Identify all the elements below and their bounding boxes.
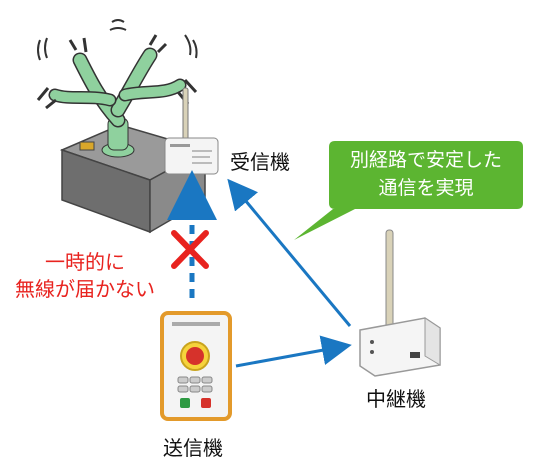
callout-bubble — [294, 141, 523, 240]
relay-label: 中継機 — [366, 387, 426, 411]
relay-to-receiver-arrow — [227, 178, 352, 327]
receiver-device-icon — [164, 87, 219, 175]
blocked-cross-icon — [171, 230, 209, 269]
relay-device-icon — [359, 229, 441, 377]
robot-machine-icon — [36, 19, 207, 234]
blocked-note-line-2: 無線が届かない — [15, 277, 155, 301]
blocked-note-line-1: 一時的に — [45, 250, 125, 274]
transmitter-label: 送信機 — [163, 436, 223, 460]
callout-line-2: 通信を実現 — [378, 177, 474, 199]
callout-line-1: 別経路で安定した — [349, 149, 502, 171]
transmitter-to-relay-arrow — [235, 335, 352, 368]
receiver-label: 受信機 — [230, 150, 290, 174]
callout-text: 別経路で安定した 通信を実現 — [331, 146, 521, 202]
blocked-note: 一時的に 無線が届かない — [10, 249, 160, 303]
transmitter-device-icon — [160, 311, 232, 421]
